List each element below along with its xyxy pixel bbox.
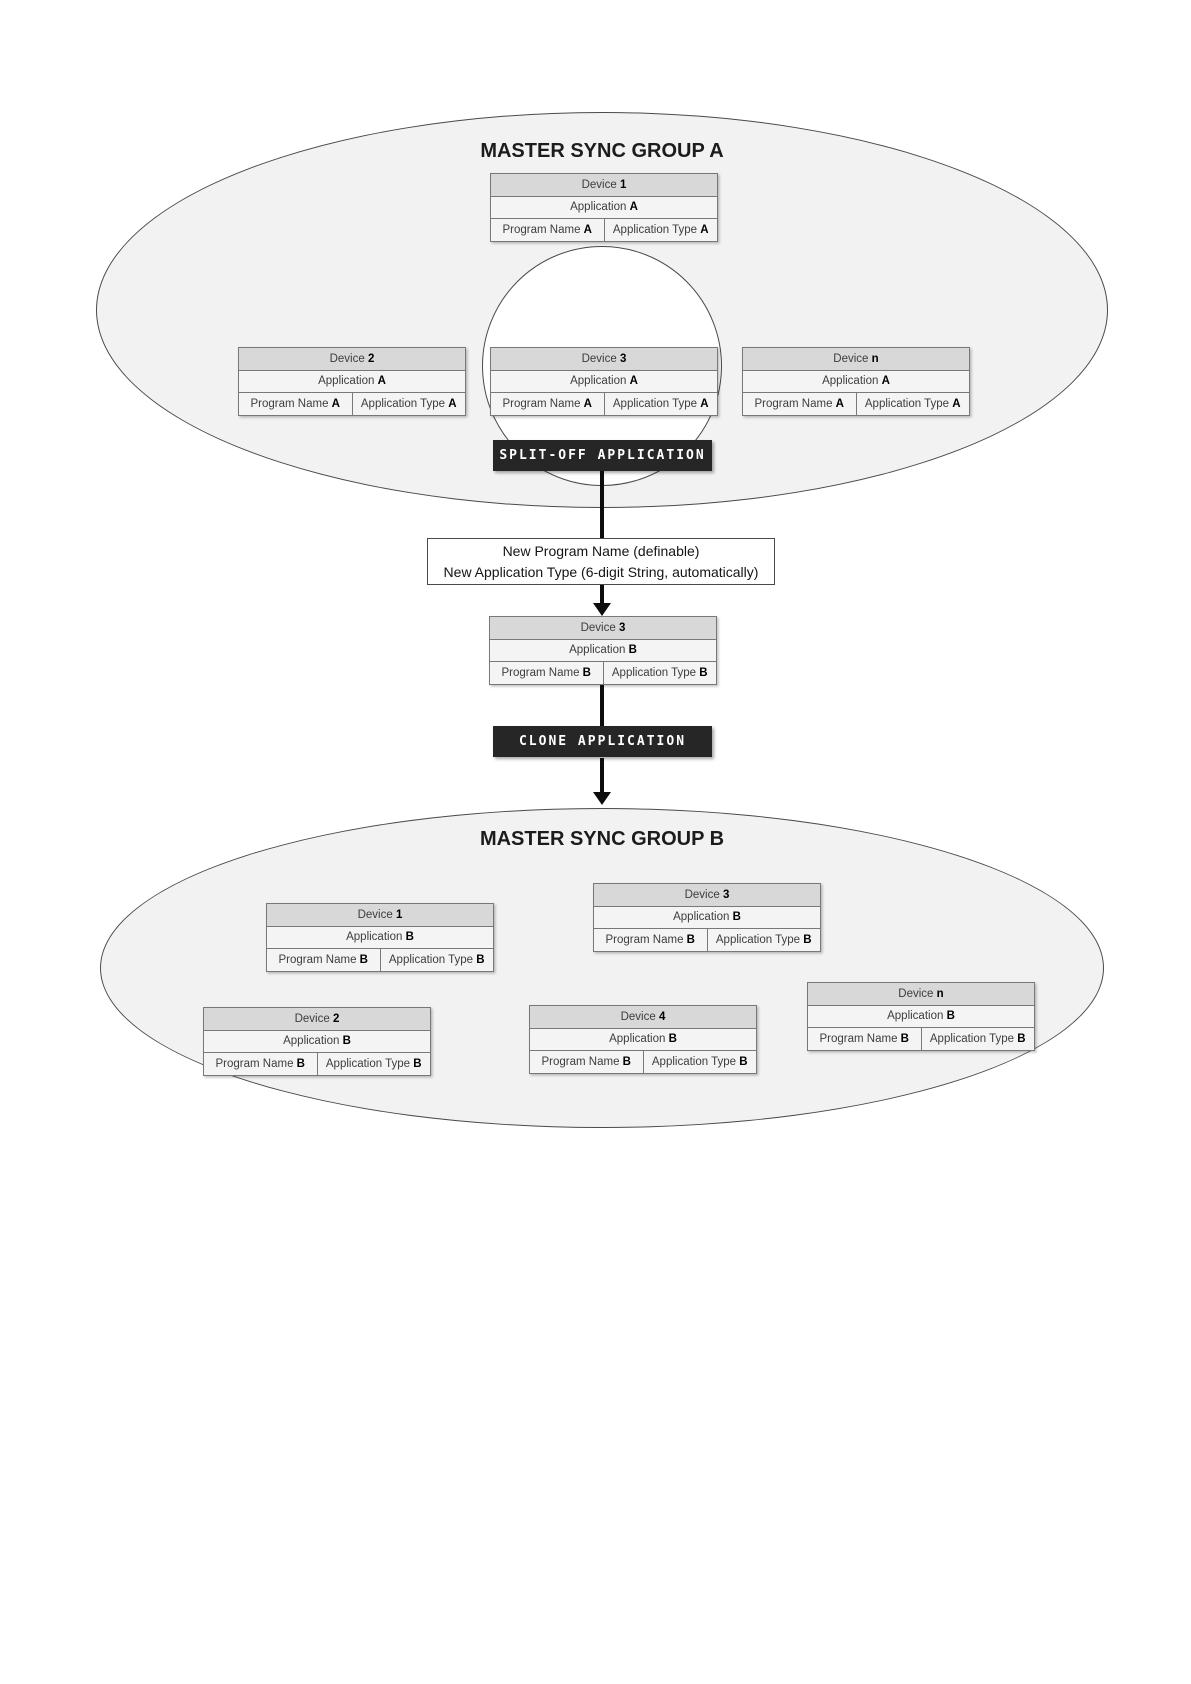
device-application-row: Application A: [743, 371, 969, 393]
device-application-row: Application A: [491, 371, 717, 393]
device-box-b3: Device 3 Application B Program Name B Ap…: [593, 883, 821, 952]
device-detail-row: Program Name B Application Type B: [808, 1028, 1034, 1050]
application-type-cell: Application Type B: [706, 929, 821, 951]
device-box-b4: Device 4 Application B Program Name B Ap…: [529, 1005, 757, 1074]
program-name-cell: Program Name A: [754, 398, 844, 410]
program-name-cell: Program Name B: [541, 1056, 631, 1068]
device-header: Device 2: [239, 348, 465, 371]
device-detail-row: Program Name B Application Type B: [530, 1051, 756, 1073]
device-detail-row: Program Name A Application Type A: [491, 393, 717, 415]
device-detail-row: Program Name A Application Type A: [743, 393, 969, 415]
program-name-cell: Program Name B: [278, 954, 368, 966]
device-box-mid3: Device 3 Application B Program Name B Ap…: [489, 616, 717, 685]
program-name-cell: Program Name A: [502, 224, 592, 236]
program-name-cell: Program Name B: [501, 667, 591, 679]
device-header: Device n: [743, 348, 969, 371]
device-application-row: Application B: [267, 927, 493, 949]
application-type-cell: Application Type B: [920, 1028, 1035, 1050]
device-box-a1: Device 1 Application A Program Name A Ap…: [490, 173, 718, 242]
group-b-title: MASTER SYNC GROUP B: [479, 828, 725, 850]
split-off-application-label: SPLIT-OFF APPLICATION: [493, 440, 712, 471]
master-sync-group-b-ellipse: [100, 808, 1104, 1128]
application-type-cell: Application Type A: [855, 393, 970, 415]
clone-flow-line: [600, 758, 604, 793]
device-header: Device n: [808, 983, 1034, 1006]
device-header: Device 3: [594, 884, 820, 907]
device-to-clone-line: [600, 685, 604, 726]
program-name-cell: Program Name B: [215, 1058, 305, 1070]
device-detail-row: Program Name B Application Type B: [204, 1053, 430, 1075]
note-to-device-line: [600, 585, 604, 604]
device-detail-row: Program Name A Application Type A: [491, 219, 717, 241]
device-header: Device 2: [204, 1008, 430, 1031]
device-detail-row: Program Name A Application Type A: [239, 393, 465, 415]
rename-note-box: New Program Name (definable) New Applica…: [427, 538, 775, 585]
device-box-b1: Device 1 Application B Program Name B Ap…: [266, 903, 494, 972]
application-type-cell: Application Type A: [351, 393, 466, 415]
device-box-bn: Device n Application B Program Name B Ap…: [807, 982, 1035, 1051]
clone-application-label: CLONE APPLICATION: [493, 726, 712, 757]
application-type-cell: Application Type B: [379, 949, 494, 971]
down-arrowhead-icon: [593, 792, 611, 805]
rename-note-line2: New Application Type (6-digit String, au…: [443, 564, 759, 580]
device-detail-row: Program Name B Application Type B: [267, 949, 493, 971]
device-application-row: Application B: [530, 1029, 756, 1051]
device-application-row: Application A: [239, 371, 465, 393]
program-name-cell: Program Name B: [819, 1033, 909, 1045]
device-box-a2: Device 2 Application A Program Name A Ap…: [238, 347, 466, 416]
device-application-row: Application A: [491, 197, 717, 219]
application-type-cell: Application Type B: [316, 1053, 431, 1075]
device-application-row: Application B: [594, 907, 820, 929]
device-detail-row: Program Name B Application Type B: [490, 662, 716, 684]
device-box-a3: Device 3 Application A Program Name A Ap…: [490, 347, 718, 416]
application-type-cell: Application Type A: [603, 219, 718, 241]
program-name-cell: Program Name A: [250, 398, 340, 410]
application-type-cell: Application Type B: [602, 662, 717, 684]
device-header: Device 4: [530, 1006, 756, 1029]
rename-note-line1: New Program Name (definable): [502, 543, 700, 559]
application-type-cell: Application Type A: [603, 393, 718, 415]
program-name-cell: Program Name A: [502, 398, 592, 410]
down-arrowhead-icon: [593, 603, 611, 616]
device-application-row: Application B: [490, 640, 716, 662]
device-header: Device 3: [491, 348, 717, 371]
device-detail-row: Program Name B Application Type B: [594, 929, 820, 951]
device-application-row: Application B: [808, 1006, 1034, 1028]
application-type-cell: Application Type B: [642, 1051, 757, 1073]
device-header: Device 3: [490, 617, 716, 640]
group-a-title: MASTER SYNC GROUP A: [480, 140, 724, 162]
program-name-cell: Program Name B: [605, 934, 695, 946]
device-box-an: Device n Application A Program Name A Ap…: [742, 347, 970, 416]
device-application-row: Application B: [204, 1031, 430, 1053]
device-header: Device 1: [267, 904, 493, 927]
device-box-b2: Device 2 Application B Program Name B Ap…: [203, 1007, 431, 1076]
device-header: Device 1: [491, 174, 717, 197]
split-flow-line: [600, 471, 604, 538]
